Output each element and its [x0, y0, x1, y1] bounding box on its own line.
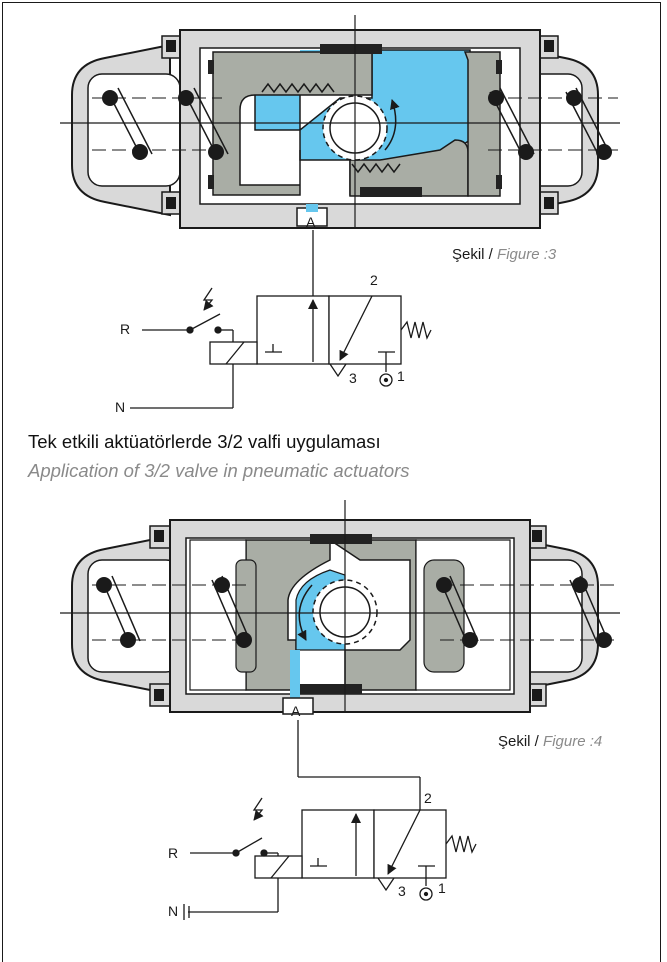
actuator-figure-4	[60, 500, 620, 715]
rotation-arrow	[384, 99, 400, 151]
valve-schematic-4	[183, 720, 477, 920]
actuator-figure-3	[60, 15, 620, 229]
valve-schematic-3	[130, 230, 432, 409]
port-a	[282, 697, 314, 715]
rotation-arrow	[297, 584, 313, 641]
piston-left	[212, 51, 373, 196]
